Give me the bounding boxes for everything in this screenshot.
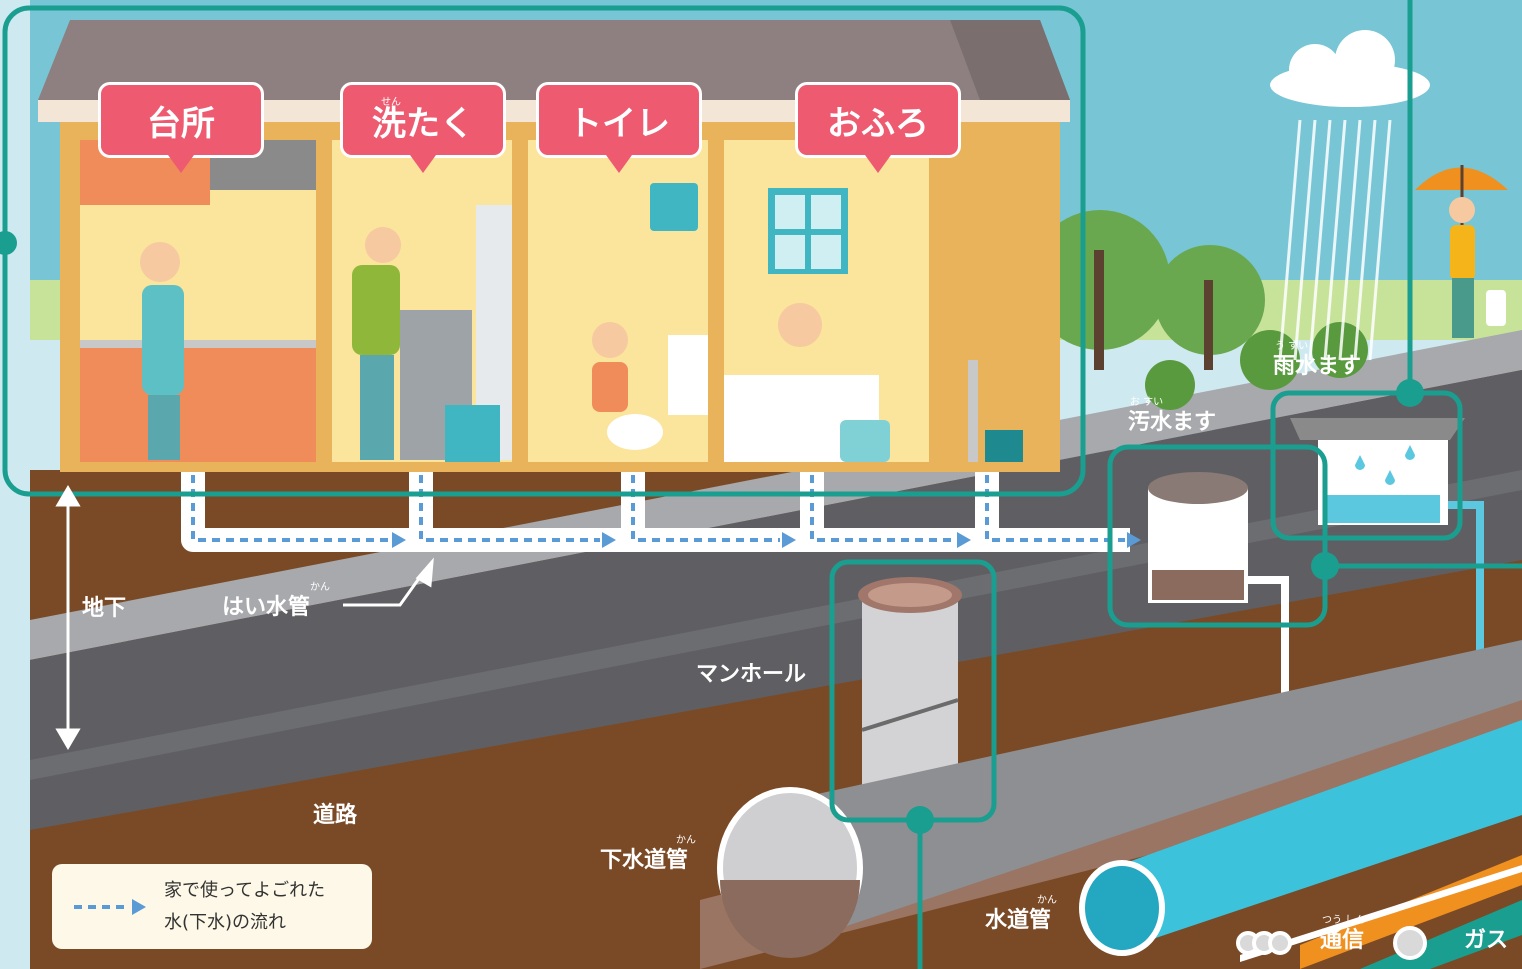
bath-label: おふろ <box>827 103 929 144</box>
legend-line-1: 家で使ってよごれた <box>164 880 326 901</box>
wastewater-flow <box>191 475 1125 542</box>
legend-flow-arrow <box>74 899 146 915</box>
rain-basin-label: う すい 雨水ます <box>1273 342 1362 379</box>
callout-dots <box>0 231 1424 834</box>
legend-line-2: 水(下水)の流れ <box>164 912 287 933</box>
bubble-kitchen: 台所 <box>98 82 264 173</box>
telecom-label: つう しん 通信 <box>1320 916 1365 953</box>
house <box>38 20 1070 472</box>
bubble-toilet: トイレ <box>536 82 702 173</box>
underground-label: 地下 <box>82 596 127 621</box>
drain-pipe-text: はい水管 <box>222 595 311 620</box>
water-pipe-text: 水道管 <box>985 908 1052 933</box>
sewage-basin-text: 汚水ます <box>1128 410 1217 435</box>
water-pipe-ruby: かん <box>1037 895 1057 906</box>
drain-pipe-leader <box>343 557 434 607</box>
sewage-basin-label: お すい 汚水ます <box>1128 398 1217 435</box>
flow-arrowheads <box>392 532 1141 548</box>
laundry-ruby: せん <box>381 97 401 108</box>
rain-cloud <box>1270 30 1430 361</box>
trees <box>1030 210 1368 410</box>
manhole-label: マンホール <box>696 662 807 687</box>
depth-arrow <box>55 485 81 750</box>
sewage-basin-ruby: お すい <box>1130 397 1164 408</box>
bubble-laundry: せん 洗たく <box>340 82 506 173</box>
sewer-main-pipe <box>717 640 1522 958</box>
sewer-pipe-text: 下水道管 <box>600 848 689 873</box>
laundry-label: 洗たく <box>372 103 474 144</box>
road-label: 道路 <box>313 803 358 828</box>
kitchen-label: 台所 <box>147 103 215 144</box>
person-with-umbrella <box>1415 165 1508 338</box>
drain-pipe-label: かん はい水管 <box>222 583 330 620</box>
gas-label: ガス <box>1464 928 1509 953</box>
drain-pipe-ruby: かん <box>310 582 330 593</box>
bubble-bath: おふろ <box>795 82 961 173</box>
rain-basin-text: 雨水ます <box>1273 354 1362 379</box>
telecom-ruby: つう しん <box>1322 915 1366 926</box>
legend: 家で使ってよごれた 水(下水)の流れ <box>52 864 372 949</box>
water-pipe-label: かん 水道管 <box>985 896 1057 933</box>
rain-basin-ruby: う すい <box>1275 341 1309 352</box>
toilet-label: トイレ <box>568 103 670 144</box>
water-main-pipe <box>1079 720 1522 956</box>
sewer-pipe-label: かん 下水道管 <box>600 836 696 873</box>
sewer-pipe-ruby: かん <box>676 835 696 846</box>
utility-icons <box>1236 926 1427 960</box>
sewage-basin <box>1148 472 1289 700</box>
manhole <box>858 577 962 785</box>
telecom-text: 通信 <box>1320 928 1365 953</box>
rain-basin <box>1290 418 1484 660</box>
